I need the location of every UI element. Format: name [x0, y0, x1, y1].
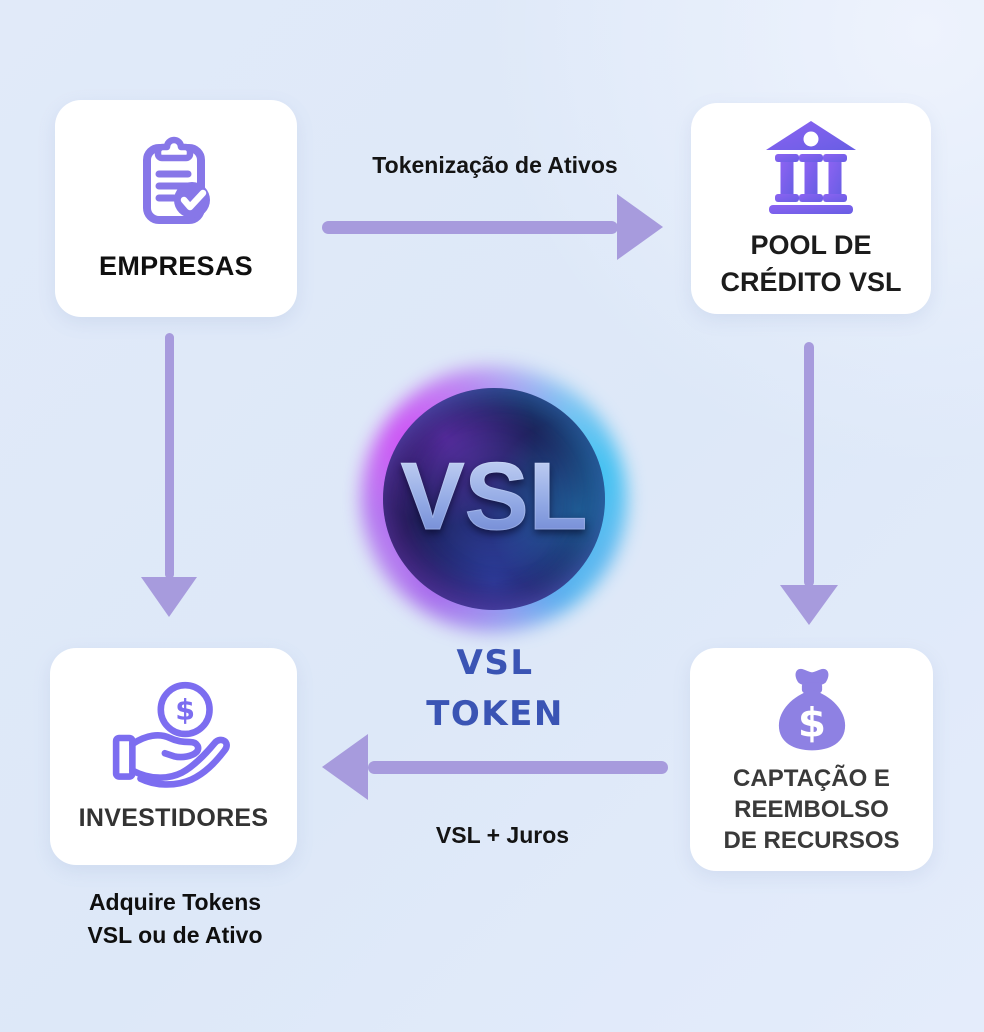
node-pool-label: POOL DE CRÉDITO VSL [720, 227, 901, 301]
arrow-tokenizacao-head-right [617, 194, 663, 260]
vsl-token-caption-line2: TOKEN [426, 694, 564, 734]
investor-note-line1: Adquire Tokens [88, 889, 262, 915]
investor-note-line2: VSL ou de Ativo [87, 922, 263, 948]
bag-dollar-symbol: $ [797, 699, 825, 747]
node-captacao: $ CAPTAÇÃO E REEMBOLSO DE RECURSOS [690, 648, 933, 871]
vsl-token-caption-line1: VSL [456, 643, 534, 683]
vsl-token-logo: VSL [361, 366, 627, 632]
node-pool-label-line2: CRÉDITO VSL [720, 266, 902, 297]
arrow-pool-to-captacao-line [804, 342, 814, 587]
arrow-vsl-juros-line [368, 761, 668, 774]
node-investidores-label: INVESTIDORES [78, 804, 269, 832]
node-captacao-label-line1: CAPTAÇÃO E [733, 765, 890, 792]
coin-dollar-symbol: $ [175, 694, 195, 727]
logo-vsl-text: VSL [375, 380, 613, 618]
money-bag-icon: $ [778, 668, 845, 751]
clipboard-check-icon [143, 136, 210, 224]
investor-note: Adquire Tokens VSL ou de Ativo [50, 886, 300, 952]
node-empresas-label: EMPRESAS [99, 251, 253, 281]
node-captacao-label-line3: DE RECURSOS [723, 827, 900, 854]
bank-icon [766, 120, 856, 214]
node-captacao-label-line2: REEMBOLSO [734, 796, 889, 823]
hand-coin-icon: $ [112, 681, 230, 788]
edge-label-vsl-juros: VSL + Juros [435, 822, 570, 848]
node-pool-label-line1: POOL DE [750, 229, 872, 260]
edge-label-tokenizacao: Tokenização de Ativos [372, 152, 618, 178]
vsl-token-caption: VSL TOKEN [370, 638, 620, 740]
node-investidores: $ INVESTIDORES [50, 648, 297, 865]
node-pool-de-credito: POOL DE CRÉDITO VSL [691, 103, 931, 314]
logo-core [383, 388, 605, 610]
node-empresas: EMPRESAS [55, 100, 297, 317]
arrow-tokenizacao-line [322, 221, 618, 234]
arrow-empresas-to-investidores-line [165, 333, 174, 579]
node-captacao-label: CAPTAÇÃO E REEMBOLSO DE RECURSOS [723, 763, 899, 856]
arrow-empresas-to-investidores-head-down [141, 577, 197, 617]
arrow-vsl-juros-head-left [322, 734, 368, 800]
arrow-pool-to-captacao-head-down [780, 585, 838, 625]
